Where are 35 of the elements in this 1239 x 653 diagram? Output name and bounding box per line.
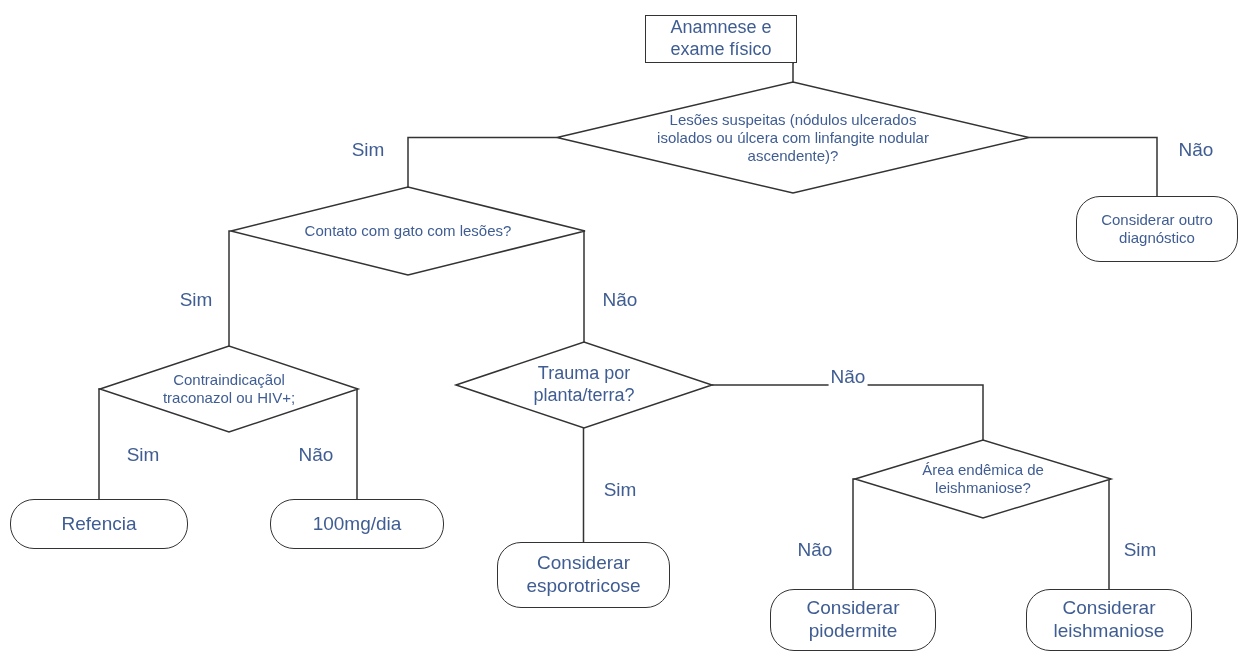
node-text: Refencia — [61, 512, 137, 536]
terminal-box — [270, 499, 444, 549]
terminal-box — [1076, 196, 1238, 262]
decision-diamond — [231, 187, 585, 275]
node-text: Anamnese e exame físico — [669, 17, 773, 61]
node-text: Área endêmica de leishmaniose? — [921, 461, 1045, 497]
node-text: Considerar leishmaniose — [1052, 597, 1166, 643]
terminal-box — [497, 542, 670, 608]
terminal-box — [1026, 589, 1192, 651]
decision-diamond — [855, 440, 1111, 518]
connector-line — [407, 136, 558, 188]
connector-line — [98, 388, 101, 500]
connector-line — [1028, 136, 1158, 197]
connector-line — [852, 478, 856, 590]
decision-diamond — [456, 342, 712, 428]
process-box — [645, 15, 797, 63]
connector-line — [792, 62, 795, 83]
node-text: Lesões suspeitas (nódulos ulcerados isolados ou úlcera com linfangite nodular ascendente)? — [656, 110, 930, 165]
connector-line — [356, 388, 359, 500]
node-text: Contato com gato com lesões? — [304, 222, 512, 240]
decision-diamond — [100, 346, 358, 432]
connector-line — [582, 427, 585, 543]
connector-line — [583, 230, 586, 343]
terminal-box — [10, 499, 188, 549]
node-text: Considerar piodermite — [805, 597, 901, 643]
decision-diamond — [557, 82, 1029, 193]
connector-line — [1108, 478, 1112, 590]
node-text: Contraindicaçãol traconazol ou HIV+; — [161, 371, 297, 407]
connector-line — [228, 230, 232, 347]
connector-line — [711, 384, 984, 441]
node-text: 100mg/dia — [312, 512, 402, 536]
node-text: Trauma por planta/terra? — [532, 363, 636, 407]
node-text: Considerar outro diagnóstico — [1100, 211, 1214, 247]
terminal-box — [770, 589, 936, 651]
node-text: Considerar esporotricose — [525, 552, 642, 598]
